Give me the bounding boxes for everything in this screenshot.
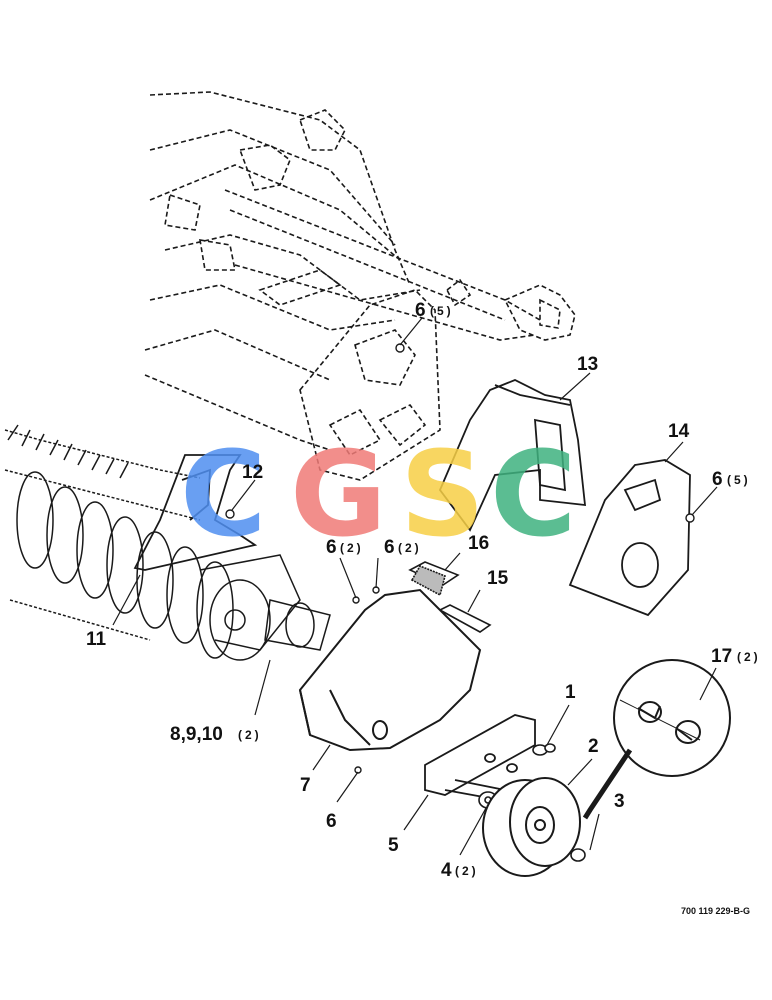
watermark-letter-c2: C [490,425,577,563]
callout-6-left: 6 [326,537,337,558]
callout-4: 4 [441,860,452,881]
part-16-pad [408,561,460,597]
callout-7: 7 [300,775,311,796]
drawing-code: 700 119 229-B-G [680,906,750,916]
callout-1: 1 [565,682,576,703]
callout-5: 5 [388,835,399,856]
pickup-reel [4,424,331,661]
callout-17-qty: (2) [737,650,761,664]
callout-2: 2 [588,736,599,757]
part-7-housing [298,588,482,752]
callout-11: 11 [86,629,107,650]
watermark-letter-s: S [400,425,485,563]
callout-15: 15 [487,568,509,589]
part-2-wheel [482,777,581,877]
part-14-plate [568,459,691,617]
callout-14: 14 [668,421,690,442]
callout-6-right-qty: (5) [727,473,751,487]
callout-6-mid-qty: (2) [398,541,422,555]
callout-16: 16 [468,533,489,554]
callout-6-bottom: 6 [326,811,337,832]
machine-frame [144,91,576,481]
watermark-letter-g: G [290,425,387,563]
callout-3: 3 [614,791,625,812]
part-15-bar [438,604,492,633]
callout-17: 17 [711,646,732,667]
watermark: C G S C [180,425,577,563]
leader-lines [112,317,718,856]
callout-8-9-10: 8,9,10 [170,724,223,745]
callout-6-mid: 6 [384,537,395,558]
callout-6-left-qty: (2) [340,541,364,555]
callout-8-9-10-qty: (2) [238,728,262,742]
callout-6-right: 6 [712,469,723,490]
callout-6-top: 6 [415,300,426,321]
callout-6-top-qty: (5) [430,304,454,318]
fasteners [225,343,695,774]
part-13-shield [438,379,587,532]
callout-4-qty: (2) [455,864,479,878]
callouts: 6 (5) 13 14 6 (5) 12 6 (2) 6 (2) 16 15 1… [86,300,761,881]
callout-12: 12 [242,462,263,483]
watermark-letter-c1: C [180,425,267,563]
part-11-shield [133,454,258,571]
part-17-detail [582,659,731,820]
callout-13: 13 [577,354,598,375]
